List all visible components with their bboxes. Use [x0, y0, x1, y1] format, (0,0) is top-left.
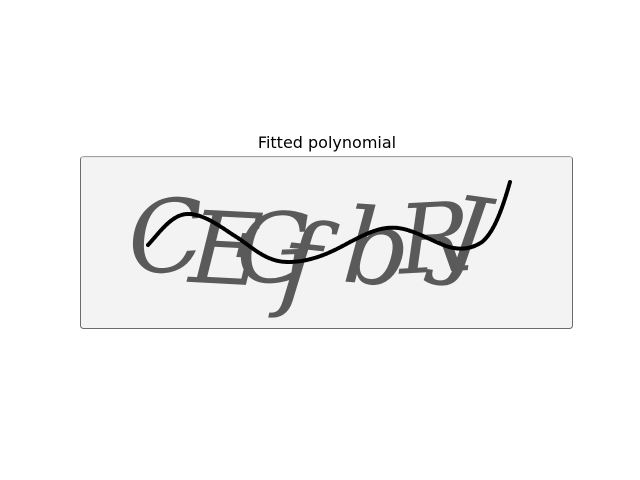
- plot-title: Fitted polynomial: [258, 133, 396, 152]
- captcha-image: C E G f b R J: [80, 156, 573, 329]
- fitted-polynomial-curve: [146, 180, 512, 265]
- captcha-letter-b: b: [339, 185, 414, 311]
- captcha-letter-c: C: [124, 176, 208, 298]
- captcha-letter-g: G: [234, 192, 315, 307]
